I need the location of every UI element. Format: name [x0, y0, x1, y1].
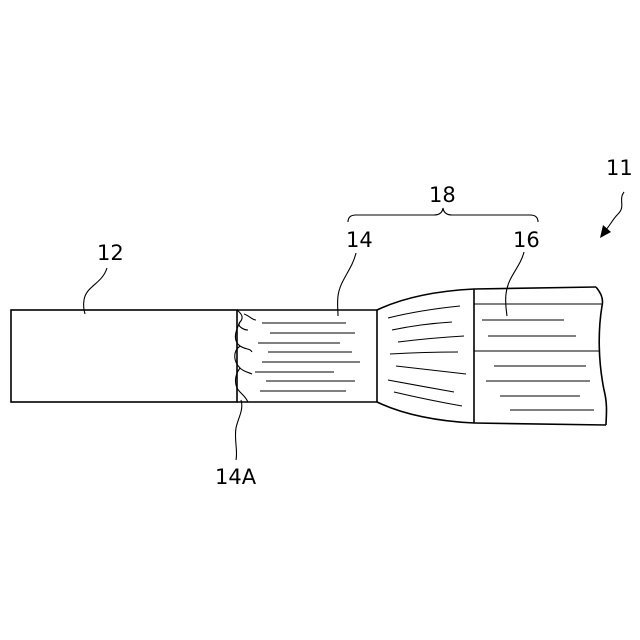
leader-line-16: [506, 252, 524, 316]
tapered-section-strands: [388, 306, 466, 406]
arrow-icon: [600, 192, 624, 238]
exposed-conductor-strands: [255, 323, 360, 391]
region-brace: [348, 208, 538, 222]
leader-line-14A: [235, 400, 241, 460]
label-18: 18: [429, 183, 456, 207]
label-14: 14: [346, 228, 373, 252]
label-16: 16: [513, 228, 540, 252]
conductor-end-face: [235, 310, 256, 402]
leader-line-12: [84, 268, 107, 314]
covered-conductor: [474, 287, 607, 425]
exposed-conductor: [237, 310, 377, 402]
label-12: 12: [97, 241, 124, 265]
leader-line-14: [338, 253, 356, 316]
covered-conductor-strands: [474, 304, 602, 410]
label-11: 11: [606, 156, 633, 180]
tapered-section: [377, 289, 474, 423]
label-14A: 14A: [215, 465, 257, 489]
sheath-body: [11, 310, 237, 402]
